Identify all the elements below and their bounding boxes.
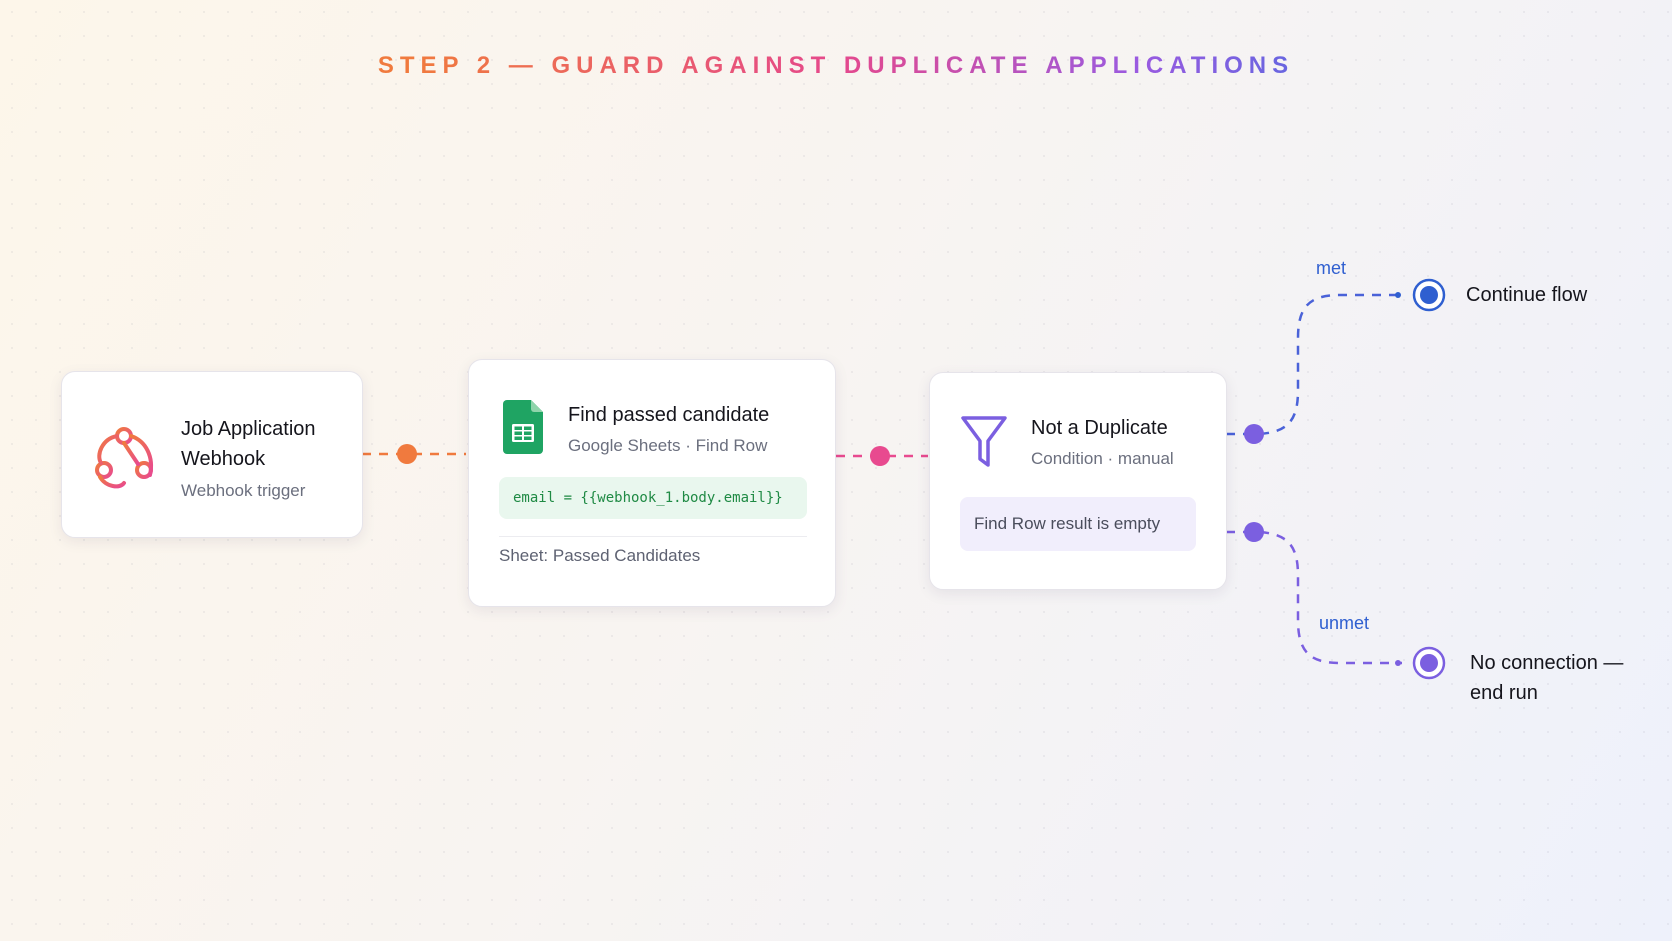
filter-funnel-icon — [961, 416, 1007, 467]
connector-dot-unmet-out[interactable] — [1244, 522, 1264, 542]
diagram-title: STEP 2 — GUARD AGAINST DUPLICATE APPLICA… — [0, 52, 1672, 80]
end-label-no-connection-line1: No connection — — [1470, 652, 1624, 674]
end-node-end-run-inner — [1420, 654, 1438, 672]
condition-node-title: Not a Duplicate — [1031, 417, 1168, 439]
find-row-query-code: email = {{webhook_1.body.email}} — [499, 477, 807, 519]
condition-node-subtitle: Condition · manual — [1031, 449, 1174, 468]
connector-met-branch — [1226, 293, 1402, 436]
webhook-node-title-line1: Job Application — [181, 418, 316, 440]
connector-dot-find-condition[interactable] — [870, 446, 890, 466]
connector-dot-met-out[interactable] — [1244, 424, 1264, 444]
condition-rule: Find Row result is empty — [960, 497, 1196, 551]
end-label-continue-flow: Continue flow — [1466, 284, 1588, 306]
connector-arrow-met — [1395, 292, 1401, 298]
end-label-no-connection-line2: end run — [1470, 682, 1538, 704]
webhook-node-subtitle: Webhook trigger — [181, 481, 306, 500]
connector-arrow-unmet — [1395, 660, 1401, 666]
find-row-sheet-label: Sheet: Passed Candidates — [499, 546, 701, 565]
find-row-node-card[interactable]: Find passed candidate Google Sheets · Fi… — [468, 359, 836, 607]
find-row-node-subtitle: Google Sheets · Find Row — [568, 436, 768, 455]
branch-label-unmet: unmet — [1319, 613, 1370, 633]
branch-label-met: met — [1316, 258, 1347, 278]
end-node-continue-inner — [1420, 286, 1438, 304]
card-divider — [499, 536, 807, 537]
webhook-icon — [95, 427, 153, 489]
find-row-node-title: Find passed candidate — [568, 404, 770, 426]
webhook-node-card[interactable]: Job Application Webhook Webhook trigger — [61, 371, 363, 538]
connector-unmet-branch — [1226, 530, 1402, 665]
connector-dot-webhook-find[interactable] — [397, 444, 417, 464]
google-sheets-icon — [503, 400, 543, 454]
webhook-node-title-line2: Webhook — [181, 448, 266, 470]
condition-node-card[interactable]: Not a Duplicate Condition · manual Find … — [929, 372, 1227, 590]
